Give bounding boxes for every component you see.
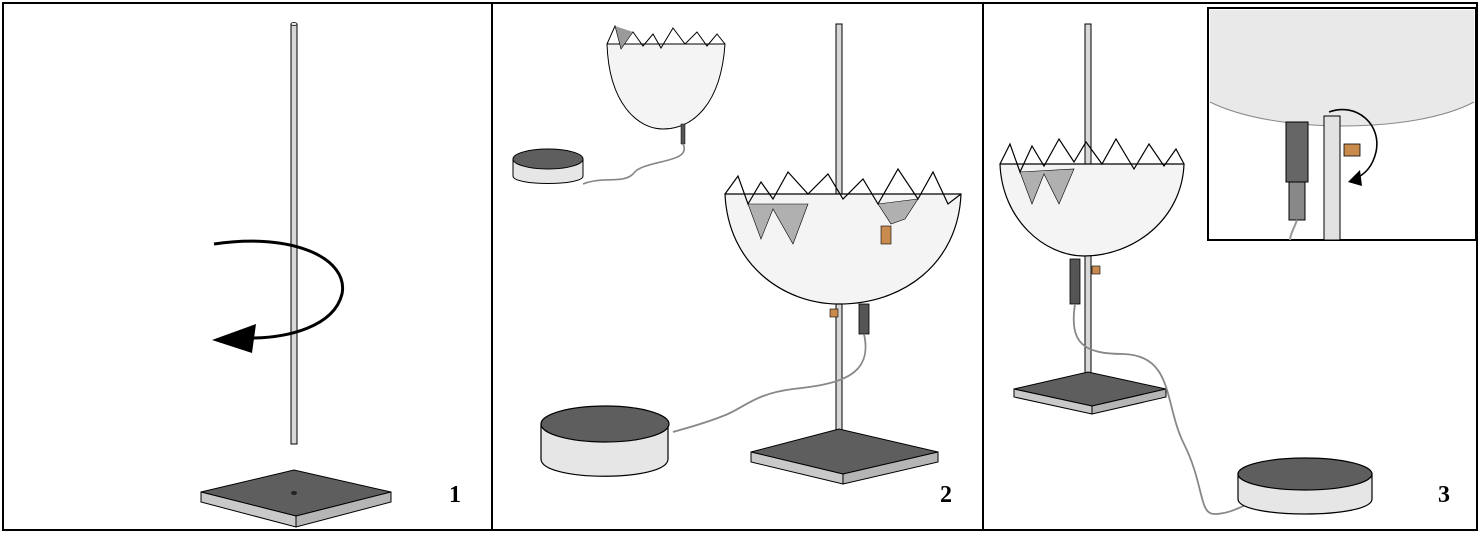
step-1-illustration	[200, 22, 392, 528]
cable-large	[672, 333, 867, 433]
step-number: 3	[1438, 482, 1450, 508]
step-3-illustration	[999, 7, 1476, 515]
stand-base	[200, 469, 392, 528]
clip	[1091, 265, 1101, 275]
panel-step-1: 1	[2, 2, 493, 531]
large-bowl	[724, 167, 962, 305]
stand-rod	[290, 23, 298, 445]
rotation-arrow-icon	[1328, 108, 1378, 186]
detail-inset	[1207, 7, 1476, 241]
controller	[1237, 457, 1373, 515]
small-bowl	[606, 24, 726, 145]
panel-step-2: 2	[491, 2, 984, 531]
stand-base	[750, 428, 939, 485]
connector	[1069, 258, 1081, 305]
rotation-arrow-icon	[212, 239, 345, 353]
large-controller	[540, 405, 670, 477]
small-controller	[512, 148, 584, 184]
bowl	[999, 137, 1185, 257]
cable	[1072, 303, 1265, 515]
panel-step-3: 3	[982, 2, 1478, 531]
stand-base	[1013, 371, 1167, 415]
step-number: 2	[940, 482, 952, 508]
connector	[858, 303, 870, 335]
cable-small	[582, 143, 686, 185]
step-number: 1	[449, 482, 461, 508]
clip	[829, 308, 839, 318]
step-2-illustration	[512, 23, 962, 485]
